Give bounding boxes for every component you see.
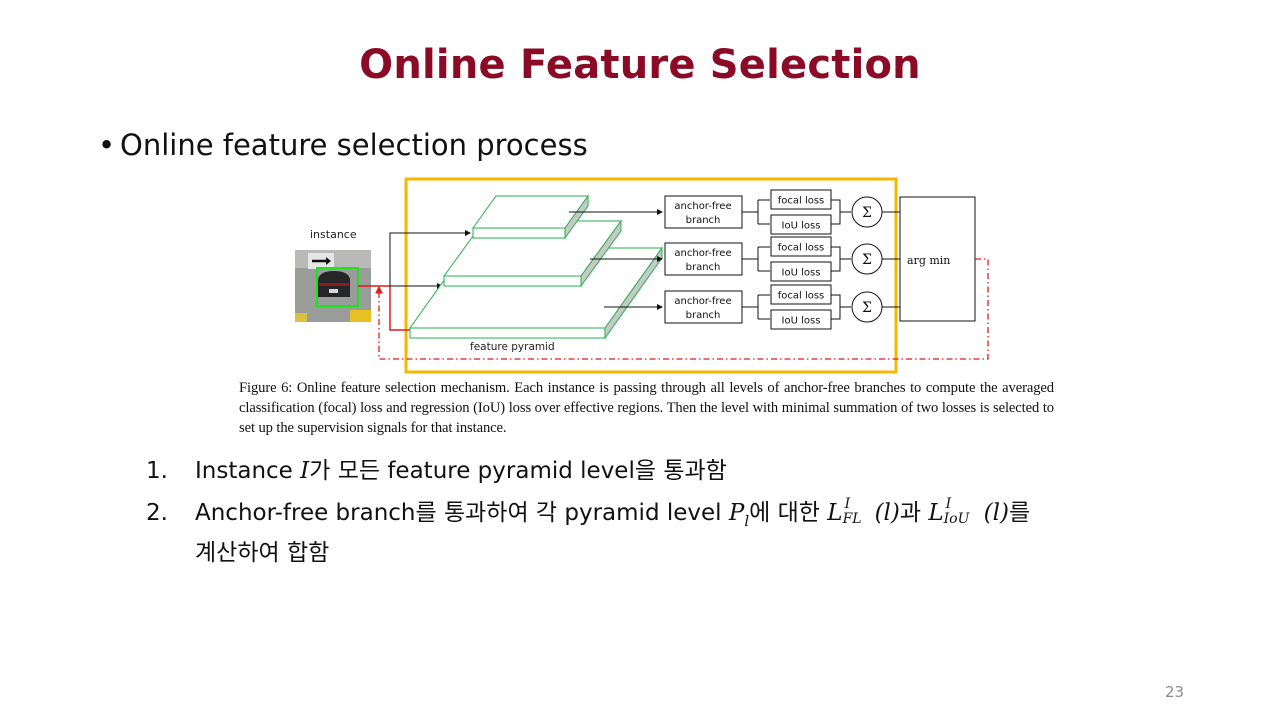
slide-title: Online Feature Selection [359,42,921,88]
bullet-item: •Online feature selection process [98,128,588,162]
focal-loss-label: focal loss [778,291,825,302]
instance-variable: I [300,458,310,484]
anchor-free-branch-label: anchor-free [674,296,731,307]
step-number: 1. [146,458,168,484]
iou-loss-label: IoU loss [782,268,821,279]
page-number: 23 [1165,683,1185,701]
feature-selection-diagram: instance feature pyramid [295,177,989,374]
anchor-free-branch-label: anchor-free [674,201,731,212]
bounding-box [316,267,359,307]
step-item-1: 1. Instance I가 모든 feature pyramid level을… [146,454,1030,488]
step-text: 가 모든 feature pyramid level을 통과함 [309,458,727,484]
feature-pyramid-label: feature pyramid [470,341,555,353]
anchor-free-branch-label: branch [686,262,721,273]
loss-merge-connector [831,199,851,225]
math-symbol: L [827,500,843,526]
pyramid-level-variable: Pl [728,500,749,530]
math-argument: (l) [983,500,1009,526]
step-text: Anchor-free branch를 통과하여 각 pyramid level [195,500,729,526]
sum-symbol-icon: Σ [862,252,872,268]
branch-split-connector [742,199,770,225]
math-argument: (l) [874,500,900,526]
sum-symbol-icon: Σ [862,300,872,316]
step-text-continued: 계산하여 합함 [195,540,330,566]
step-number: 2. [146,500,168,526]
step-text: 과 [899,500,929,526]
bullet-text: Online feature selection process [120,128,588,162]
instance-label: instance [310,228,357,241]
iou-loss-label: IoU loss [782,316,821,327]
step-text: 를 [1008,500,1031,526]
math-subscript: FL [842,511,862,527]
argmin-box [899,196,976,322]
anchor-free-branch-box [664,290,743,324]
branch-split-connector [742,246,770,272]
step-text: Instance [195,458,301,484]
bullet-dot: • [98,128,116,162]
step-item-2: 2. Anchor-free branch를 통과하여 각 pyramid le… [146,496,1030,568]
figure-caption: Figure 6: Online feature selection mecha… [239,380,1054,436]
branch-split-connector [742,294,770,320]
focal-loss-label: focal loss [778,243,825,254]
math-superscript: I [844,496,851,512]
feedback-line [375,258,989,360]
focal-loss-label: focal loss [778,196,825,207]
loss-merge-connector [831,246,851,272]
math-subscript: l [744,512,750,530]
anchor-free-branch-label: branch [686,310,721,321]
math-symbol: L [928,500,944,526]
math-superscript: I [945,496,952,512]
pyramid-level-1 [472,194,589,240]
iou-loss-label: IoU loss [782,221,821,232]
step-text: 에 대한 [749,500,828,526]
loss-merge-connector [831,294,851,320]
sum-symbol-icon: Σ [862,205,872,221]
highlight-box [404,177,898,374]
math-symbol: P [728,500,745,526]
anchor-free-branch-label: branch [686,215,721,226]
anchor-free-branch-label: anchor-free [674,248,731,259]
steps-list: 1. Instance I가 모든 feature pyramid level을… [146,454,1030,576]
math-subscript: IoU [943,511,970,527]
argmin-label: arg min [907,254,950,267]
